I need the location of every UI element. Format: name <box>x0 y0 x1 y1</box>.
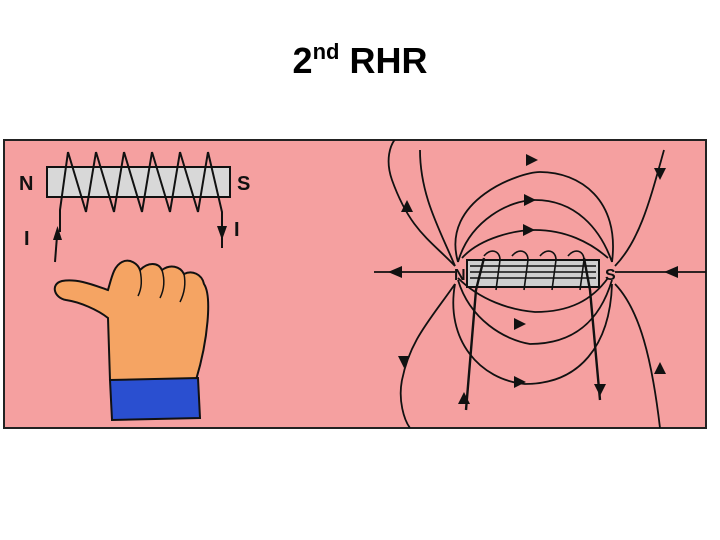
current-up-arrow <box>53 226 62 240</box>
left-pole-n: N <box>19 173 33 195</box>
current-label-left: I <box>24 228 30 250</box>
left-pole-s: S <box>237 173 250 195</box>
title-superscript: nd <box>312 39 340 64</box>
field-arrow <box>401 200 413 212</box>
field-arrow <box>524 194 536 206</box>
title-number: 2 <box>292 40 313 81</box>
field-arrow <box>514 376 526 388</box>
slide-title: 2nd RHR <box>0 40 720 82</box>
current-down-arrow <box>217 226 227 240</box>
title-rest: RHR <box>349 40 428 81</box>
field-arrow <box>388 266 402 278</box>
field-arrow <box>654 362 666 374</box>
right-hand <box>53 259 210 422</box>
right-pole-s: S <box>605 267 616 284</box>
field-arrow <box>398 356 410 368</box>
coil-lead-right <box>582 257 602 401</box>
field-diagram: N S <box>374 140 706 428</box>
field-arrow <box>523 224 535 236</box>
right-core <box>466 259 600 288</box>
right-pole-n: N <box>454 267 466 284</box>
field-arrow <box>654 168 666 180</box>
hand-knuckles <box>137 269 186 303</box>
left-coil-back <box>59 151 223 248</box>
field-arrow <box>526 154 538 166</box>
field-arrow <box>514 318 526 330</box>
current-label-right: I <box>234 219 240 241</box>
hand-cuff <box>108 376 202 422</box>
hand-fist <box>53 259 210 381</box>
field-arrow <box>664 266 678 278</box>
left-solenoid: N S I I <box>19 151 250 263</box>
coil-lead-left <box>464 257 486 411</box>
